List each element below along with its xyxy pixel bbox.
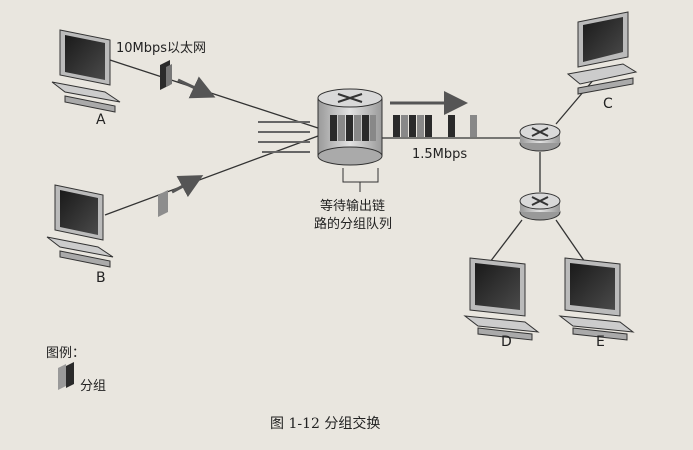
- packet-from-b: [158, 175, 204, 217]
- queued-packets: [330, 115, 376, 141]
- link-router3-d: [489, 219, 523, 263]
- legend-title: 图例：: [46, 346, 85, 361]
- host-a-label: A: [96, 112, 106, 128]
- queue-label-line1: 等待输出链: [320, 198, 385, 214]
- router-cross-icon: [337, 93, 363, 103]
- outgoing-packets: [390, 91, 477, 137]
- packet-from-a: [160, 60, 216, 99]
- link-router3-e: [555, 219, 586, 263]
- link-router2-c: [555, 77, 596, 125]
- legend-packet-icon: [58, 362, 74, 390]
- link-speed-label: 1.5Mbps: [412, 147, 467, 162]
- host-e-computer-icon: [558, 257, 635, 341]
- figure-caption: 图 1-12 分组交换: [270, 415, 380, 432]
- host-e-label: E: [596, 334, 605, 350]
- ethernet-label: 10Mbps以太网: [116, 41, 206, 56]
- host-c-computer-icon: [566, 11, 638, 95]
- queue-bracket: [342, 168, 379, 192]
- router-main: [317, 88, 383, 166]
- router-3: [519, 192, 561, 221]
- host-c-label: C: [603, 96, 613, 112]
- router-2: [519, 123, 561, 152]
- host-b-computer-icon: [46, 184, 114, 268]
- host-b-label: B: [96, 270, 106, 286]
- host-d-computer-icon: [463, 257, 540, 341]
- router-cross-icon: [531, 127, 549, 137]
- router-cross-icon: [531, 196, 549, 206]
- host-d-label: D: [501, 334, 512, 350]
- legend-item-label: 分组: [80, 379, 106, 394]
- host-a-computer-icon: [51, 29, 121, 113]
- link-a: [109, 59, 319, 129]
- queue-label-line2: 路的分组队列: [314, 216, 392, 232]
- motion-lines: [258, 121, 310, 153]
- link-b: [104, 135, 319, 216]
